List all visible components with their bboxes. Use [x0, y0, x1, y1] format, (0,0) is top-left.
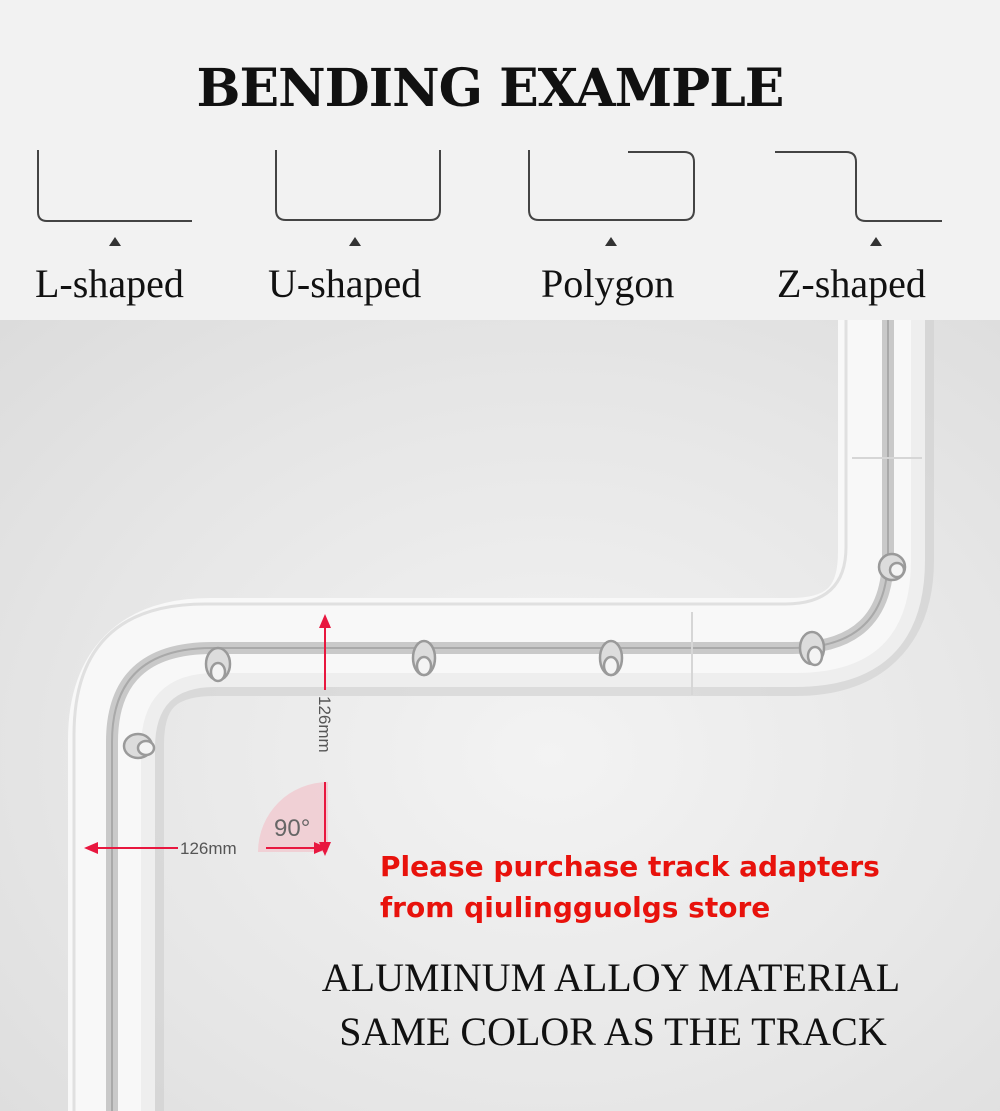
- u-shape-outline: [275, 150, 441, 221]
- vertical-dimension-label: 126mm: [315, 696, 334, 753]
- shape-diagrams: [37, 150, 942, 222]
- track-illustration: 126mm 126mm 90°: [68, 320, 934, 1111]
- shape-label-polygon: Polygon: [541, 261, 675, 306]
- l-shape-marker-icon: [109, 237, 121, 246]
- runner-1-icon: [204, 646, 232, 683]
- z-shape-marker-icon: [870, 237, 882, 246]
- u-shape-marker-icon: [349, 237, 361, 246]
- polygon-marker-icon: [605, 237, 617, 246]
- horizontal-dimension-label: 126mm: [180, 839, 237, 858]
- shape-label-l: L-shaped: [35, 261, 184, 306]
- material-line-1: ALUMINUM ALLOY MATERIAL: [321, 955, 901, 1000]
- l-shape-outline: [37, 150, 192, 222]
- runner-5-icon: [798, 630, 826, 667]
- runner-4-icon: [598, 639, 624, 677]
- shape-label-u: U-shaped: [268, 261, 422, 306]
- notice-line-2: from qiulingguolgs store: [380, 891, 771, 924]
- runner-6-icon: [877, 552, 907, 582]
- polygon-shape-outline: [528, 150, 695, 221]
- horizontal-dimension: [84, 842, 328, 854]
- runner-3-icon: [411, 639, 437, 677]
- runner-2-icon: [122, 732, 156, 760]
- notice-line-1: Please purchase track adapters: [380, 850, 880, 883]
- page-title: BENDING EXAMPLE: [196, 58, 785, 119]
- angle-label: 90°: [274, 815, 310, 842]
- angle-wedge: [258, 782, 328, 852]
- shape-label-z: Z-shaped: [777, 261, 926, 306]
- material-line-2: SAME COLOR AS THE TRACK: [339, 1009, 887, 1054]
- z-shape-outline: [775, 151, 942, 222]
- header-panel: [0, 0, 1000, 320]
- track-runners: [122, 552, 907, 760]
